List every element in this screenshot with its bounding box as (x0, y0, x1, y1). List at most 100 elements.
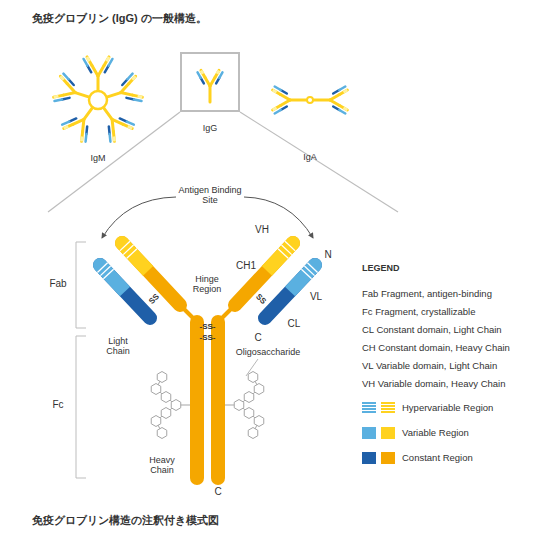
icon-light-chain (127, 122, 134, 125)
legend-swatch (381, 452, 395, 464)
icon-heavy-chain (54, 95, 64, 97)
icon-heavy-chain (84, 108, 92, 119)
legend-swatch (362, 427, 376, 439)
legend-text: Constant Region (402, 453, 473, 464)
heavy-chain-fc (211, 322, 225, 478)
terminus-label: C (254, 332, 261, 344)
icon-light-chain (63, 74, 68, 80)
j-chain-ring (89, 91, 107, 109)
icon-light-chain (275, 110, 281, 114)
sugar-hexagon (157, 372, 167, 383)
zoom-line (48, 112, 180, 212)
icon-heavy-chain (98, 66, 104, 76)
icon-light-chain (198, 72, 201, 77)
icon-heavy-chain (82, 131, 83, 141)
icon-light-chain (109, 59, 113, 66)
fragment-label: Fab (49, 278, 66, 290)
icon-hypervariable (87, 57, 89, 61)
icon-hypervariable (128, 126, 132, 128)
light-chain-tip (93, 258, 107, 272)
legend-text: Hypervariable Region (402, 403, 493, 414)
heavy-chain-tip (286, 236, 300, 250)
icon-heavy-chain (112, 119, 113, 131)
type-label: IgM (90, 153, 105, 163)
icon-light-chain (127, 74, 132, 80)
icon-heavy-chain (63, 93, 75, 96)
icon-hypervariable (60, 76, 63, 80)
icon-heavy-chain (92, 66, 98, 76)
icon-heavy-chain (340, 106, 348, 111)
icon-heavy-chain (75, 93, 88, 97)
leader-line (246, 359, 258, 376)
icon-light-chain (84, 59, 88, 66)
icon-hypervariable (64, 126, 68, 128)
icon-hypervariable (273, 90, 277, 92)
diagram-caption: 免疫グロブリン構造の注釈付き模式図 (32, 514, 219, 526)
site-label: Antigen Binding Site (178, 185, 242, 206)
fragment-label: Fc (52, 399, 63, 411)
icon-hypervariable (201, 70, 203, 73)
chain-label: Heavy Chain (142, 455, 182, 476)
icon-heavy-chain (314, 99, 330, 102)
icon-hypervariable (54, 96, 59, 97)
sugar-hexagon (161, 392, 171, 403)
domain-label: CL (288, 318, 301, 330)
icon-heavy-chain (108, 93, 121, 97)
zoom-line (240, 112, 398, 212)
node-label: IgG (203, 123, 218, 133)
diagram-title: 免疫グロブリン (IgG) の一般構造。 (32, 12, 207, 25)
sugar-hexagon (161, 408, 171, 419)
sugar-hexagon (157, 428, 167, 439)
terminus-label: N (324, 249, 331, 261)
igg-icon (198, 70, 223, 102)
icon-light-chain (54, 99, 62, 101)
icon-light-chain (339, 87, 345, 91)
legend-text: VL Variable domain, Light Chain (362, 361, 497, 372)
legend-text: Fc Fragment, crystallizable (362, 307, 476, 318)
heavy-chain-fc (190, 322, 204, 478)
icon-heavy-chain (280, 95, 290, 101)
sugar-hexagon (254, 416, 264, 427)
domain-label: VH (255, 224, 269, 236)
oligosaccharide-cluster (151, 372, 190, 439)
antigen-arrow (244, 197, 313, 238)
icon-heavy-chain (273, 90, 281, 95)
icon-heavy-chain (133, 95, 143, 97)
antigen-arrow (102, 197, 176, 238)
disulfide-label: SS (147, 292, 161, 306)
icon-heavy-chain (123, 124, 132, 128)
icon-heavy-chain (273, 106, 281, 111)
icon-light-chain (134, 99, 142, 101)
icon-hypervariable (138, 96, 143, 97)
sugar-hexagon (244, 392, 254, 403)
icon-heavy-chain (215, 70, 219, 77)
legend-text: CH Constant domain, Heavy Chain (362, 343, 510, 354)
icon-light-chain (339, 110, 345, 114)
icon-heavy-chain (201, 70, 205, 77)
sugar-hexagon (171, 400, 181, 411)
sugar-hexagon (254, 384, 264, 395)
icon-heavy-chain (97, 76, 100, 90)
type-label: IgA (303, 152, 317, 162)
illustration-group (48, 57, 398, 478)
icon-heavy-chain (64, 124, 73, 128)
sugar-hexagon (244, 408, 254, 419)
icon-hypervariable (344, 90, 348, 92)
icon-hypervariable (344, 108, 348, 110)
icon-hypervariable (217, 70, 219, 73)
fc-bracket (76, 336, 86, 478)
heavy-chain-tip (115, 236, 129, 250)
sugar-hexagon (234, 400, 244, 411)
legend-text: CL Constant domain, Light Chain (362, 325, 502, 336)
light-chain-constant (100, 265, 150, 318)
icon-heavy-chain (330, 100, 340, 106)
legend-text: Fab Fragment, antigen-binding (362, 289, 492, 300)
icon-heavy-chain (340, 90, 348, 95)
icon-heavy-chain (121, 93, 133, 96)
icon-light-chain (275, 87, 281, 91)
disulfide-label: SS (254, 292, 268, 306)
j-chain (307, 97, 313, 103)
sugar-hexagon (248, 372, 258, 383)
hypervariable-swatch (381, 402, 395, 414)
icon-hypervariable (132, 76, 135, 80)
